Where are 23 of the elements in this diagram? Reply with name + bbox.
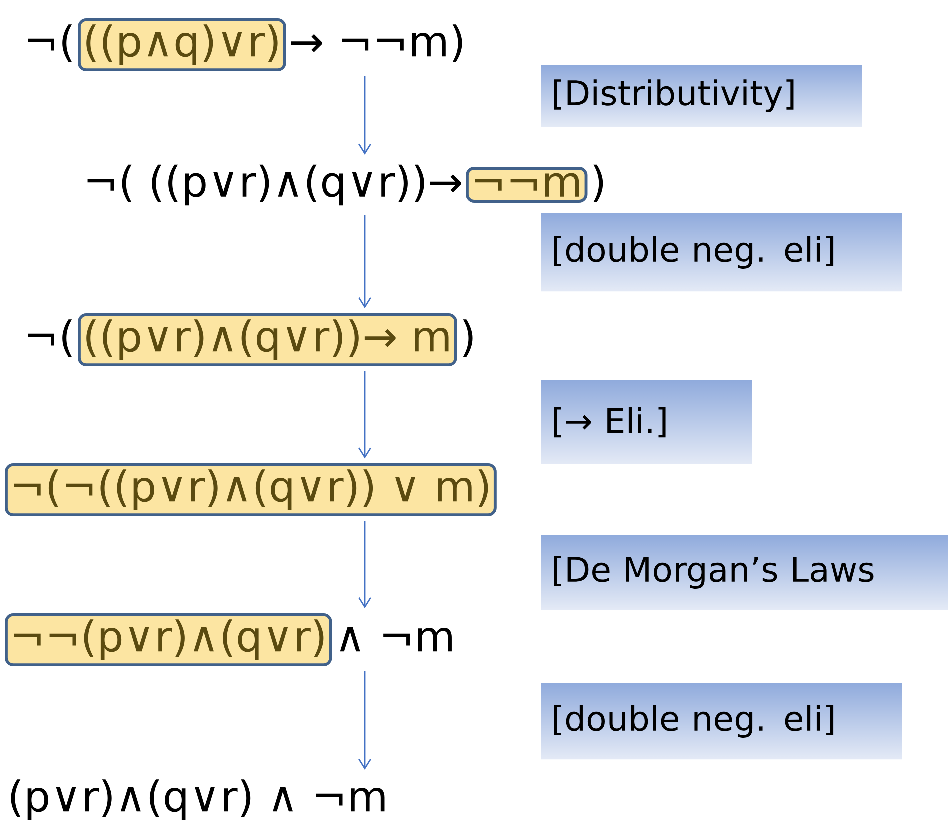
formula-text: ) xyxy=(463,320,473,358)
formula-text: ∧ ¬m xyxy=(340,627,452,652)
formula-text: → ¬¬m) xyxy=(291,24,462,62)
highlight-box: ¬¬m xyxy=(466,167,588,203)
rule-label: [Distributivity] xyxy=(554,80,794,112)
arrow xyxy=(358,521,372,609)
highlight-box: ¬¬(p∨r)∧(q∨r) xyxy=(5,613,332,667)
rule-label: [double neg. eli] xyxy=(554,236,834,269)
formula-text: ¬( xyxy=(28,24,72,62)
highlight-box: ¬(¬((p∨r)∧(q∨r)) ∨ m) xyxy=(5,463,497,517)
formula-text: ¬( ((p∨r)∧(q∨r))→ xyxy=(88,164,462,206)
arrow xyxy=(358,215,372,309)
arrow xyxy=(358,76,372,155)
formula-text: ¬( xyxy=(28,320,72,358)
arrow xyxy=(358,371,372,459)
highlight-box: ((p∨r)∧(q∨r))→ m xyxy=(78,313,458,367)
rule-label: [double neg. eli] xyxy=(554,705,834,738)
rule-label: [De Morgan’s Laws xyxy=(554,556,874,589)
rule-label: [→ Eli.] xyxy=(554,407,666,438)
formula-text: ) xyxy=(594,164,604,202)
highlight-box: ((p∧q)∨r) xyxy=(78,18,286,72)
arrow xyxy=(358,671,372,770)
formula-text: (p∨r)∧(q∨r) ∧ ¬m xyxy=(11,780,385,820)
